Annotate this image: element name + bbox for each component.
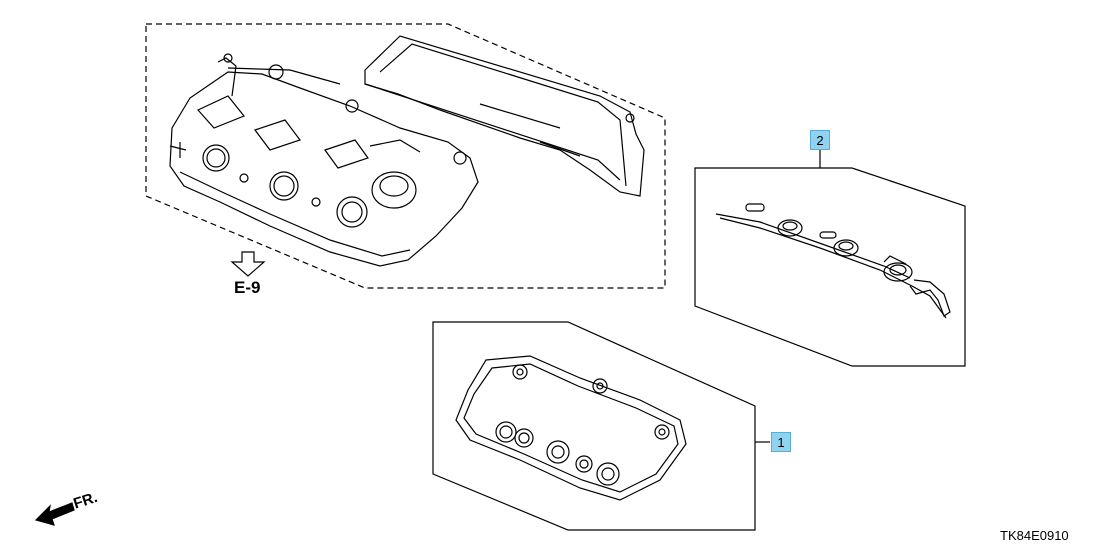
reference-label: E-9 — [234, 278, 261, 297]
gasket-kit-frame — [694, 167, 966, 367]
callout-part-1: 1 — [771, 432, 791, 452]
reference-arrow — [230, 251, 266, 277]
callout-part-2: 2 — [810, 130, 830, 150]
front-direction-arrow — [34, 502, 75, 526]
cover-baffle-plate — [364, 35, 645, 197]
head-cover-gasket — [455, 355, 687, 501]
head-cover-gasket-frame — [432, 321, 756, 531]
head-cover-group-frame — [145, 23, 666, 289]
gasket-kit-parts — [715, 203, 951, 319]
diagram-code: TK84E0910 — [1000, 528, 1069, 543]
cylinder-head-cover — [169, 53, 479, 267]
